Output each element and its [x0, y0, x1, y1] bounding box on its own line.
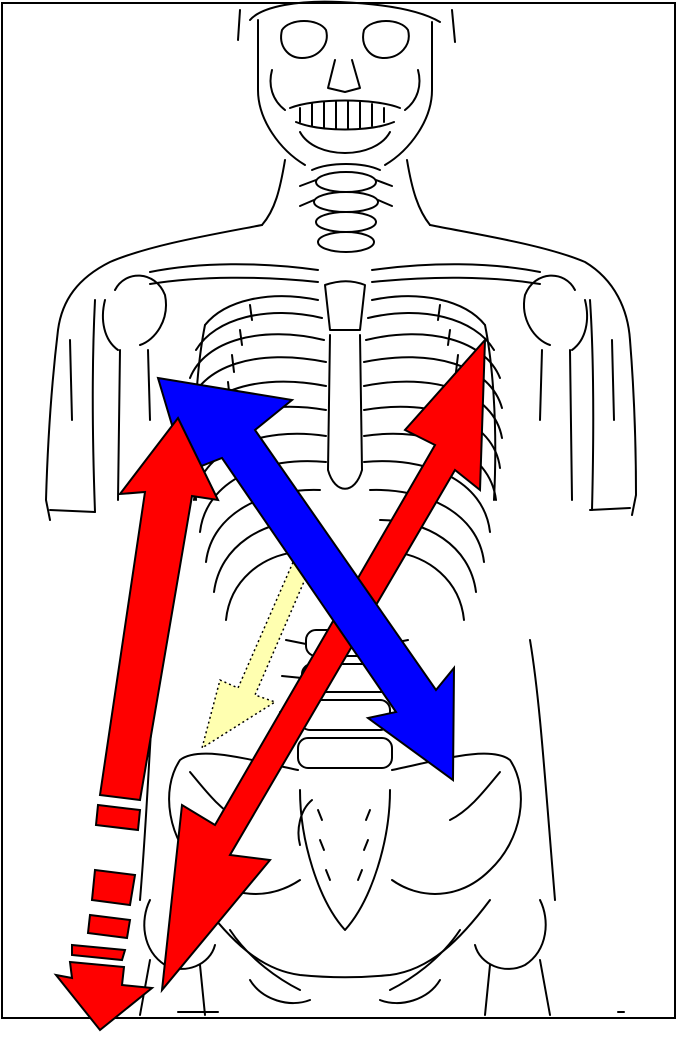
- skull: [238, 2, 455, 165]
- sternum: [325, 281, 365, 489]
- skeleton-figure: [46, 2, 636, 1015]
- frame-border: [2, 3, 675, 1018]
- cervical-vertebrae: [262, 160, 430, 252]
